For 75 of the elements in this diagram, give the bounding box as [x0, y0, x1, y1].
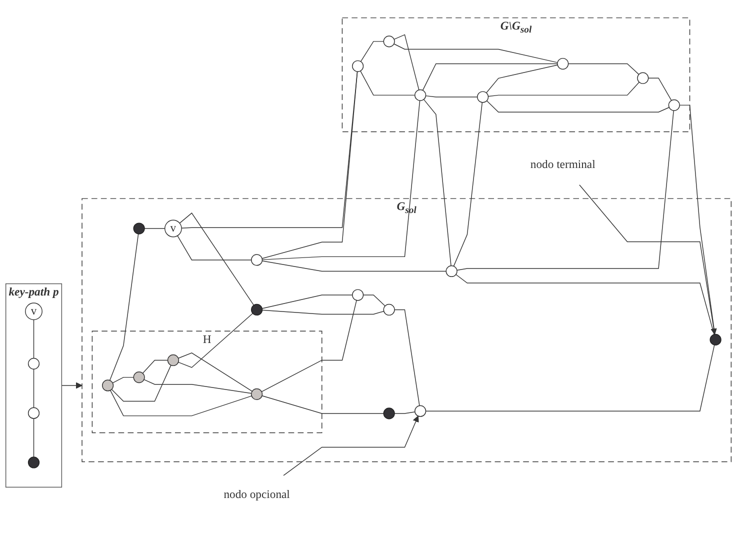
connector	[109, 234, 139, 381]
connector	[112, 377, 134, 384]
connector	[33, 368, 34, 408]
connector	[394, 412, 416, 414]
connector	[425, 96, 478, 98]
node-circle	[352, 60, 364, 72]
node-circle	[164, 220, 182, 238]
node-circle	[414, 90, 426, 102]
node-circle	[251, 388, 263, 400]
connector	[110, 390, 252, 416]
node-circle	[710, 334, 722, 346]
node-circle	[383, 304, 395, 316]
connector	[456, 110, 674, 271]
cluster	[342, 18, 690, 132]
node-circle	[133, 222, 145, 235]
connector	[488, 82, 640, 97]
connector	[261, 300, 357, 392]
connector	[262, 71, 358, 260]
node-text: nodo terminal	[530, 158, 596, 172]
connector	[394, 34, 420, 90]
connector	[360, 70, 416, 96]
connector	[177, 236, 252, 260]
node-circle	[383, 408, 395, 420]
node-circle	[352, 289, 364, 302]
node-circle	[28, 358, 40, 370]
node-circle	[251, 304, 263, 316]
connector	[456, 274, 714, 335]
node-circle	[637, 72, 649, 84]
node-circle	[557, 58, 569, 70]
node-circle	[25, 302, 42, 320]
connector	[425, 344, 715, 412]
connector	[486, 64, 558, 94]
connector	[486, 100, 670, 113]
node-circle	[167, 354, 180, 366]
connector	[181, 71, 358, 229]
connector	[362, 294, 386, 307]
connector	[142, 360, 168, 374]
connector	[262, 260, 446, 272]
connector	[178, 313, 254, 368]
node-text: nodo opcional	[224, 488, 290, 502]
arrow	[61, 382, 82, 389]
connector	[111, 365, 172, 402]
connector	[262, 100, 420, 260]
connector	[144, 228, 166, 230]
node-circle	[133, 372, 145, 384]
connector	[262, 396, 384, 414]
arrow	[578, 184, 717, 335]
connector	[423, 99, 452, 266]
connector	[453, 102, 483, 267]
connector	[360, 41, 384, 62]
node-circle	[383, 36, 395, 48]
connector	[33, 418, 34, 458]
cluster	[82, 198, 732, 462]
connector	[568, 64, 640, 75]
node-circle	[251, 254, 263, 266]
connector	[33, 320, 34, 359]
node-circle	[28, 407, 40, 420]
node-circle	[102, 380, 114, 392]
connector	[262, 294, 353, 310]
connector	[262, 310, 384, 315]
connector	[394, 44, 558, 64]
cluster	[92, 330, 322, 434]
connector	[422, 64, 558, 91]
node-circle	[446, 266, 458, 278]
connector	[144, 379, 252, 394]
node-circle	[668, 100, 680, 112]
node-circle	[477, 91, 489, 104]
connector	[179, 212, 254, 306]
cluster	[5, 284, 62, 488]
connector	[394, 310, 420, 406]
arrow	[283, 416, 419, 476]
connector	[648, 78, 672, 102]
node-circle	[28, 456, 40, 468]
node-circle	[414, 405, 426, 418]
connector	[178, 352, 253, 392]
